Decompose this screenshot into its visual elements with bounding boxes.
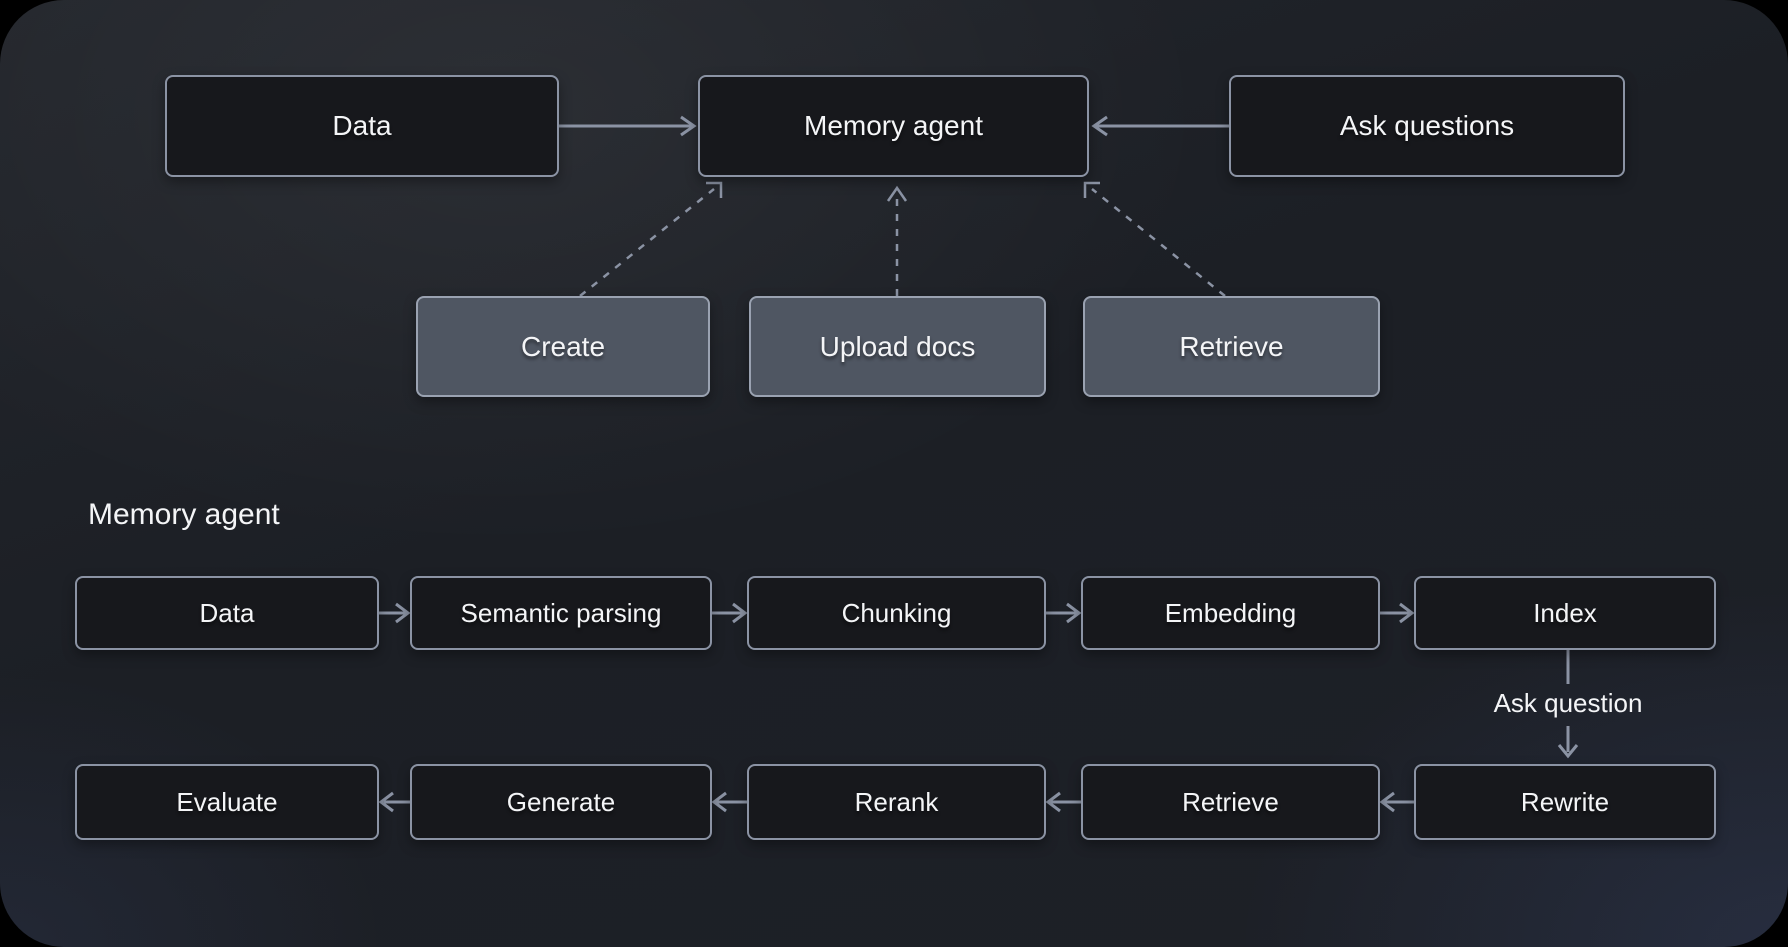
node-upload-docs: Upload docs <box>749 296 1046 397</box>
node-retrieve-action: Retrieve <box>1083 296 1380 397</box>
node-embedding: Embedding <box>1081 576 1380 650</box>
node-rerank: Rerank <box>747 764 1046 840</box>
node-evaluate-label: Evaluate <box>176 786 278 817</box>
node-rewrite: Rewrite <box>1414 764 1716 840</box>
arrow-semantic-parsing-to-chunking <box>712 602 748 624</box>
arrow-chunking-to-embedding <box>1046 602 1082 624</box>
node-data-source: Data <box>165 75 559 177</box>
node-create: Create <box>416 296 710 397</box>
node-evaluate: Evaluate <box>75 764 379 840</box>
node-upload-docs-label: Upload docs <box>819 330 976 362</box>
node-generate: Generate <box>410 764 712 840</box>
node-rerank-label: Rerank <box>854 786 939 817</box>
node-rewrite-label: Rewrite <box>1520 786 1610 817</box>
node-retrieve-action-label: Retrieve <box>1179 330 1284 362</box>
arrow-create-to-memory-agent <box>579 181 723 297</box>
arrow-retrieve-to-rerank <box>1045 791 1081 813</box>
node-embedding-label: Embedding <box>1164 597 1297 628</box>
node-ask-questions-label: Ask questions <box>1339 110 1515 141</box>
node-semantic-parsing: Semantic parsing <box>410 576 712 650</box>
node-ask-questions: Ask questions <box>1229 75 1625 177</box>
node-memory-agent-label: Memory agent <box>804 110 983 141</box>
arrow-generate-to-evaluate <box>378 791 410 813</box>
pipeline-section-title: Memory agent <box>88 498 280 531</box>
arrow-retrieve-to-memory-agent <box>1083 181 1226 297</box>
node-data-source-label: Data <box>332 110 392 141</box>
node-memory-agent: Memory agent <box>698 75 1089 177</box>
branch-edge-label: Ask question <box>1493 688 1643 718</box>
node-pipeline-retrieve-label: Retrieve <box>1182 786 1279 817</box>
arrow-data-to-semantic-parsing <box>379 602 411 624</box>
arrow-data-to-memory-agent <box>559 115 697 137</box>
arrow-upload-docs-to-memory-agent <box>886 185 908 296</box>
arrow-rewrite-to-retrieve <box>1379 791 1414 813</box>
node-chunking: Chunking <box>747 576 1046 650</box>
node-index: Index <box>1414 576 1716 650</box>
node-pipeline-data-label: Data <box>199 597 255 628</box>
arrow-embedding-to-index <box>1380 602 1415 624</box>
node-chunking-label: Chunking <box>841 597 952 628</box>
node-create-label: Create <box>520 330 606 362</box>
node-pipeline-retrieve: Retrieve <box>1081 764 1380 840</box>
arrow-rerank-to-generate <box>711 791 747 813</box>
node-generate-label: Generate <box>506 786 616 817</box>
node-pipeline-data: Data <box>75 576 379 650</box>
arrow-ask-questions-to-memory-agent <box>1091 115 1229 137</box>
node-semantic-parsing-label: Semantic parsing <box>460 597 662 628</box>
node-index-label: Index <box>1533 597 1597 628</box>
